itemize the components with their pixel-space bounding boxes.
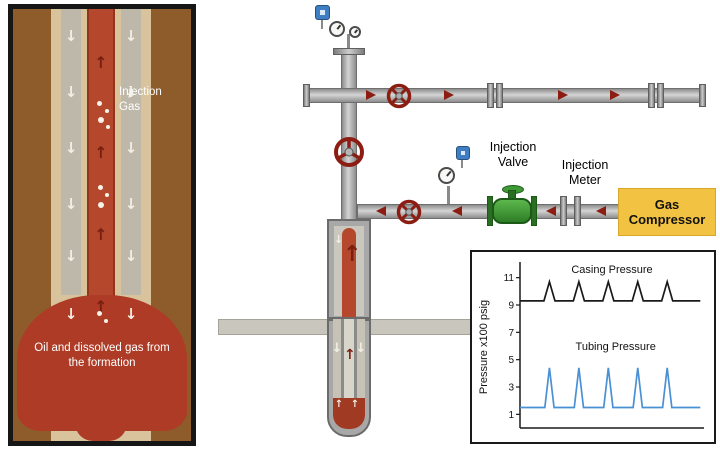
gas-bubble (97, 101, 102, 106)
down-arrow-icon: ↓ (124, 195, 138, 213)
down-arrow-icon: ↓ (64, 27, 78, 45)
down-arrow-icon: ↓ (355, 341, 367, 356)
wellhead-tubing (342, 228, 356, 317)
svg-text:1: 1 (508, 410, 514, 421)
down-arrow-icon: ↓ (124, 247, 138, 265)
riser-top-flange (333, 48, 365, 55)
oil-reservoir-stem (75, 409, 127, 441)
pressure-chart-inset: Pressure x100 psig 1 3 5 7 9 11 Casing Pressur… (470, 250, 716, 444)
gas-bubble (98, 202, 104, 208)
flowline-flange (496, 83, 503, 108)
chart-ylabel-wrap: Pressure x100 psig (472, 252, 496, 442)
gas-bubble (104, 319, 108, 323)
pressure-gauge-icon (349, 26, 361, 38)
down-arrow-icon: ↓ (64, 139, 78, 157)
flow-right-arrow-icon (610, 90, 620, 100)
down-arrow-icon: ↓ (124, 27, 138, 45)
svg-text:9: 9 (508, 301, 514, 312)
svg-text:Casing Pressure: Casing Pressure (571, 264, 652, 276)
gas-compressor-box: Gas Compressor (618, 188, 716, 236)
pressure-transmitter-icon (315, 5, 330, 20)
flowline-flange (487, 83, 494, 108)
downhole-tubing-wall (354, 319, 357, 403)
wellbore-cutaway-panel: ↓ ↓ ↓ ↓ ↓ ↓ ↓ ↓ ↓ ↓ ↑ ↑ ↑ ↓ ↓ ↑ Injectio… (8, 4, 196, 446)
up-arrow-icon: ↑ (94, 143, 108, 162)
annulus-channel-left (61, 9, 81, 295)
injection-valve-body (492, 198, 532, 224)
downhole-oil-pool (333, 398, 365, 429)
annulus-channel-right (121, 9, 141, 295)
up-arrow-icon: ↑ (343, 242, 362, 267)
injection-valve-label: Injection Valve (489, 140, 537, 169)
gas-compressor-label: Gas Compressor (628, 197, 706, 227)
svg-text:11: 11 (504, 273, 515, 284)
flow-left-arrow-icon (596, 206, 606, 216)
down-arrow-icon: ↓ (124, 305, 138, 323)
flow-right-arrow-icon (444, 90, 454, 100)
injection-meter-flange (574, 196, 581, 226)
down-arrow-icon: ↓ (64, 247, 78, 265)
up-arrow-icon: ↑ (350, 399, 360, 410)
chart-ylabel: Pressure x100 psig (478, 299, 490, 395)
flowline-valve-icon (386, 83, 412, 109)
downhole-tubing-bore (344, 319, 354, 403)
flowline-flange (648, 83, 655, 108)
down-arrow-icon: ↓ (124, 139, 138, 157)
up-arrow-icon: ↑ (344, 347, 356, 363)
gas-bubble (98, 117, 104, 123)
down-arrow-icon: ↓ (124, 83, 138, 101)
gas-bubble (106, 125, 110, 129)
pressure-gauge-icon (329, 21, 345, 37)
gauge-stem (447, 186, 450, 204)
injection-line-valve-icon (396, 199, 422, 225)
pressure-gauge-icon (438, 167, 455, 184)
down-arrow-icon: ↓ (64, 195, 78, 213)
flow-right-arrow-icon (558, 90, 568, 100)
flowline-end-flange (303, 84, 310, 107)
up-arrow-icon: ↑ (334, 399, 344, 410)
pressure-transmitter-icon (456, 146, 470, 160)
gas-bubble (98, 185, 103, 190)
gas-bubble (97, 311, 102, 316)
master-valve-handwheel-icon (334, 137, 364, 167)
up-arrow-icon: ↑ (94, 225, 108, 244)
gauge-stem (347, 34, 350, 48)
gauge-stem (321, 20, 323, 29)
down-arrow-icon: ↓ (334, 233, 344, 246)
svg-text:3: 3 (508, 383, 514, 394)
svg-text:Tubing Pressure: Tubing Pressure (576, 341, 656, 353)
down-arrow-icon: ↓ (331, 341, 343, 356)
flowline-end-flange (699, 84, 706, 107)
svg-text:5: 5 (508, 355, 514, 366)
gas-bubble (105, 109, 109, 113)
injection-meter-label: Injection Meter (561, 158, 609, 187)
flow-left-arrow-icon (546, 206, 556, 216)
formation-label: Oil and dissolved gas from the formation (34, 342, 170, 369)
down-arrow-icon: ↓ (64, 305, 78, 323)
flowline-flange (657, 83, 664, 108)
gas-bubble (105, 193, 109, 197)
flow-left-arrow-icon (452, 206, 462, 216)
oil-reservoir (17, 295, 187, 431)
downhole-tubing-wall (341, 319, 344, 403)
up-arrow-icon: ↑ (94, 53, 108, 72)
injection-gas-label: Injection Gas (119, 86, 162, 113)
flow-left-arrow-icon (376, 206, 386, 216)
gauge-stem (461, 160, 463, 168)
production-tubing-cutaway (87, 9, 115, 301)
svg-text:7: 7 (508, 328, 514, 339)
down-arrow-icon: ↓ (64, 83, 78, 101)
up-arrow-icon: ↑ (94, 297, 108, 316)
flow-right-arrow-icon (366, 90, 376, 100)
injection-meter-flange (560, 196, 567, 226)
